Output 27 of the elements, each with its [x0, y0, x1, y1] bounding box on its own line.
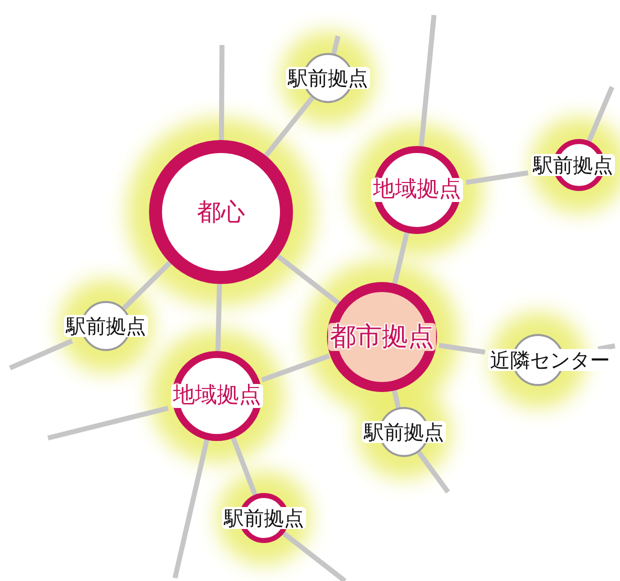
node-label: 駅前拠点 [286, 67, 370, 89]
connector-line [264, 96, 314, 158]
connector-line [276, 254, 340, 306]
node-label: 都心 [195, 199, 247, 225]
node-label: 駅前拠点 [531, 154, 615, 176]
node-label: 駅前拠点 [362, 421, 446, 443]
connector-line [331, 35, 340, 54]
node-label: 駅前拠点 [64, 315, 148, 337]
node-label: 近隣センター [488, 349, 612, 371]
node-label: 駅前拠点 [222, 507, 306, 529]
connector-line [392, 390, 401, 408]
node-label: 都市拠点 [328, 323, 436, 351]
connector-line [9, 338, 74, 370]
connector-line [466, 170, 528, 185]
connector-line [438, 342, 486, 355]
connector-line [416, 450, 450, 494]
node-label: 地域拠点 [371, 178, 463, 202]
node-label: 地域拠点 [171, 384, 263, 408]
connector-line [282, 531, 347, 581]
connector-line [218, 44, 224, 140]
connector-line [392, 232, 410, 284]
connector-line [598, 343, 616, 352]
connector-line [418, 14, 436, 146]
connector-line [172, 439, 210, 579]
connector-line [122, 260, 172, 310]
connector-line [215, 284, 222, 352]
connector-line [47, 406, 169, 440]
